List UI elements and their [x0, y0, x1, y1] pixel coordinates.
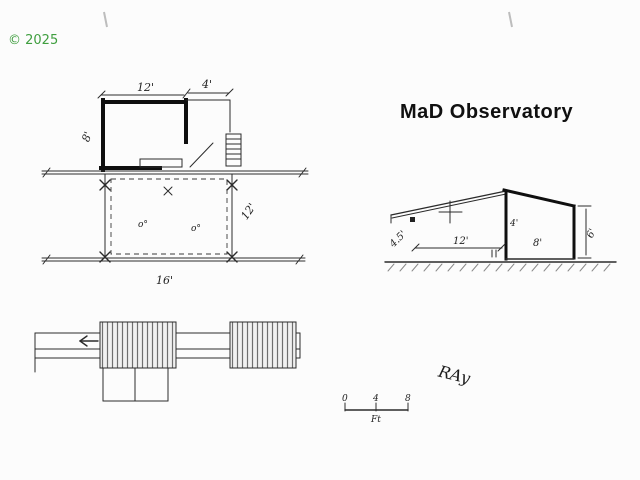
pier-symbol-right: o° — [191, 224, 201, 234]
deck-dim-12ft: 12' — [238, 201, 258, 222]
table-symbol — [139, 158, 183, 168]
ground-hatching — [387, 263, 611, 272]
floor-dim-16ft: 16' — [156, 274, 173, 287]
floor-dim-8ft: 8' — [79, 130, 95, 144]
floor-plan: 12' 4' 8' — [41, 78, 309, 287]
scale-tick-4: 4 — [372, 394, 379, 404]
post-cap — [410, 217, 415, 222]
scale-tick-8: 8 — [405, 394, 411, 404]
pier-symbol-left: o° — [138, 220, 148, 230]
scale-bar: 0 4 8 Ft — [342, 394, 411, 425]
floor-dim-12ft: 12' — [137, 81, 154, 94]
elev-dim-6ft: 6' — [585, 227, 599, 240]
center-cross — [438, 200, 463, 224]
elev-dim-8ft: 8' — [533, 238, 542, 249]
elevation-view: 4.5' 12' 4' 8' 6' — [384, 188, 617, 272]
roof-panel-left — [99, 321, 177, 369]
slide-arrow — [79, 335, 99, 347]
elev-dim-4-5ft: 4.5' — [387, 229, 409, 251]
x-marks — [99, 179, 238, 263]
floor-dim-4ft: 4' — [201, 78, 212, 91]
scale-unit: Ft — [370, 415, 381, 425]
stair-symbol — [225, 133, 242, 167]
elev-dim-4ft: 4' — [509, 219, 518, 229]
roof-panel-right — [229, 321, 297, 369]
scan-artifacts — [103, 11, 513, 28]
copyright-watermark: © 2025 — [8, 33, 58, 48]
door-leaf — [189, 142, 214, 168]
scale-tick-0: 0 — [342, 394, 348, 404]
elev-dim-12ft: 12' — [453, 236, 468, 247]
deck-dashed-outline — [110, 178, 228, 255]
panel-connector — [175, 348, 231, 359]
roof-plan — [34, 321, 301, 402]
signature: RAy — [436, 361, 474, 388]
drawing-title: MaD Observatory — [400, 101, 573, 123]
